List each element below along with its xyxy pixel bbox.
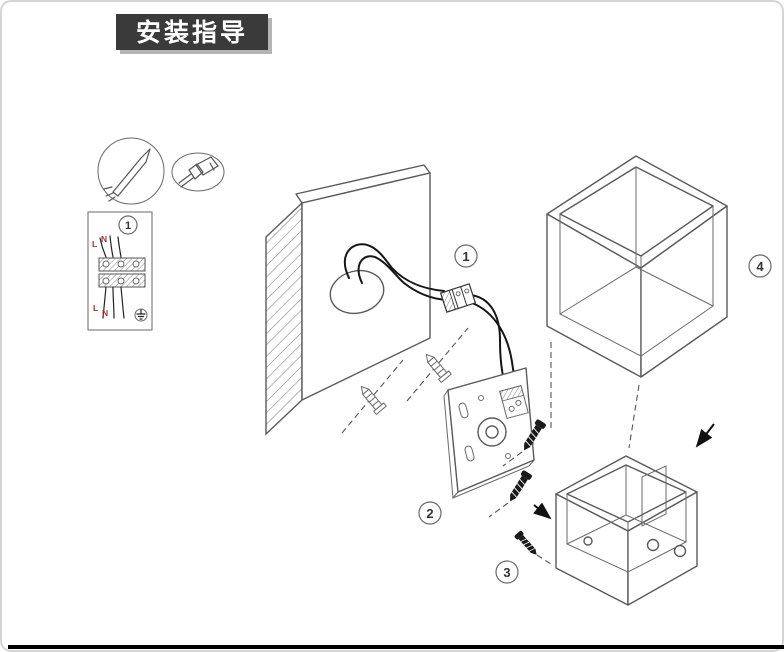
wall-anchor-2 [360, 385, 387, 416]
wall [265, 164, 431, 436]
plate-terminal-box [499, 385, 529, 419]
direction-arrow-top [695, 423, 715, 448]
mounting-plate [443, 367, 535, 500]
step-2-badge: 2 [418, 501, 442, 525]
anchor-2-guide-line [341, 359, 404, 434]
ground-symbol-icon [134, 308, 148, 322]
wiring-diagram: 1 L N L N [87, 211, 153, 331]
wall-anchor-1 [425, 353, 452, 384]
page-title: 安装指导 [136, 18, 248, 47]
alignment-dash-cover [628, 384, 640, 449]
lamp-right-face [627, 491, 698, 606]
direction-arrow-left [533, 502, 552, 520]
wiring-bottom-wires [102, 286, 125, 319]
screw-1 [523, 419, 546, 451]
screw-1-guide-line [502, 451, 523, 467]
neutral-label-bottom: N [102, 308, 108, 318]
lamp-inner-module [641, 465, 667, 527]
anchor-1-guide-line [406, 327, 469, 402]
wall-section-hatch [265, 201, 303, 436]
power-drill-icon [171, 152, 225, 192]
neutral-label-top: N [101, 234, 107, 244]
title-banner: 安装指导 [116, 14, 272, 54]
step-1-label-wiring: 1 [125, 220, 131, 232]
lamp-body [555, 455, 698, 606]
line-label-top: L [92, 239, 97, 249]
title-background [116, 14, 268, 50]
wiring-box [87, 211, 153, 331]
line-label-bottom: L [93, 303, 98, 313]
lamp-side-hole [583, 536, 593, 546]
plate-center-hole [477, 417, 507, 447]
wire-connector [439, 283, 477, 313]
step-4-label: 4 [756, 259, 764, 274]
lamp-cable-hole-1 [646, 538, 660, 552]
screw-2 [509, 470, 532, 502]
plate-screw-hole-1 [478, 395, 484, 401]
step-1-badge-wiring [118, 215, 138, 235]
screw-2-guide-line [488, 502, 509, 518]
screw-3-guide-line [536, 554, 555, 567]
screw-3 [514, 530, 537, 555]
plate-slot-bottom [464, 445, 475, 462]
bottom-border [8, 645, 784, 649]
step-1-label: 1 [462, 249, 469, 264]
step-1-badge: 1 [454, 244, 478, 268]
cover-inner-bottom [558, 266, 714, 357]
step-4-badge: 4 [748, 254, 772, 278]
step-3-badge: 3 [495, 560, 519, 584]
plate-screw-hole-2 [505, 453, 511, 459]
plate-slot-top [458, 402, 469, 419]
wiring-top-wires [99, 235, 122, 258]
wall-hole [329, 269, 385, 315]
lamp-inner-bottom [565, 514, 688, 573]
lamp-cable-hole-2 [673, 544, 687, 558]
drill-bit-icon [97, 137, 165, 205]
step-3-label: 3 [503, 565, 510, 580]
step-2-label: 2 [426, 506, 433, 521]
lamp-cover [546, 155, 728, 378]
